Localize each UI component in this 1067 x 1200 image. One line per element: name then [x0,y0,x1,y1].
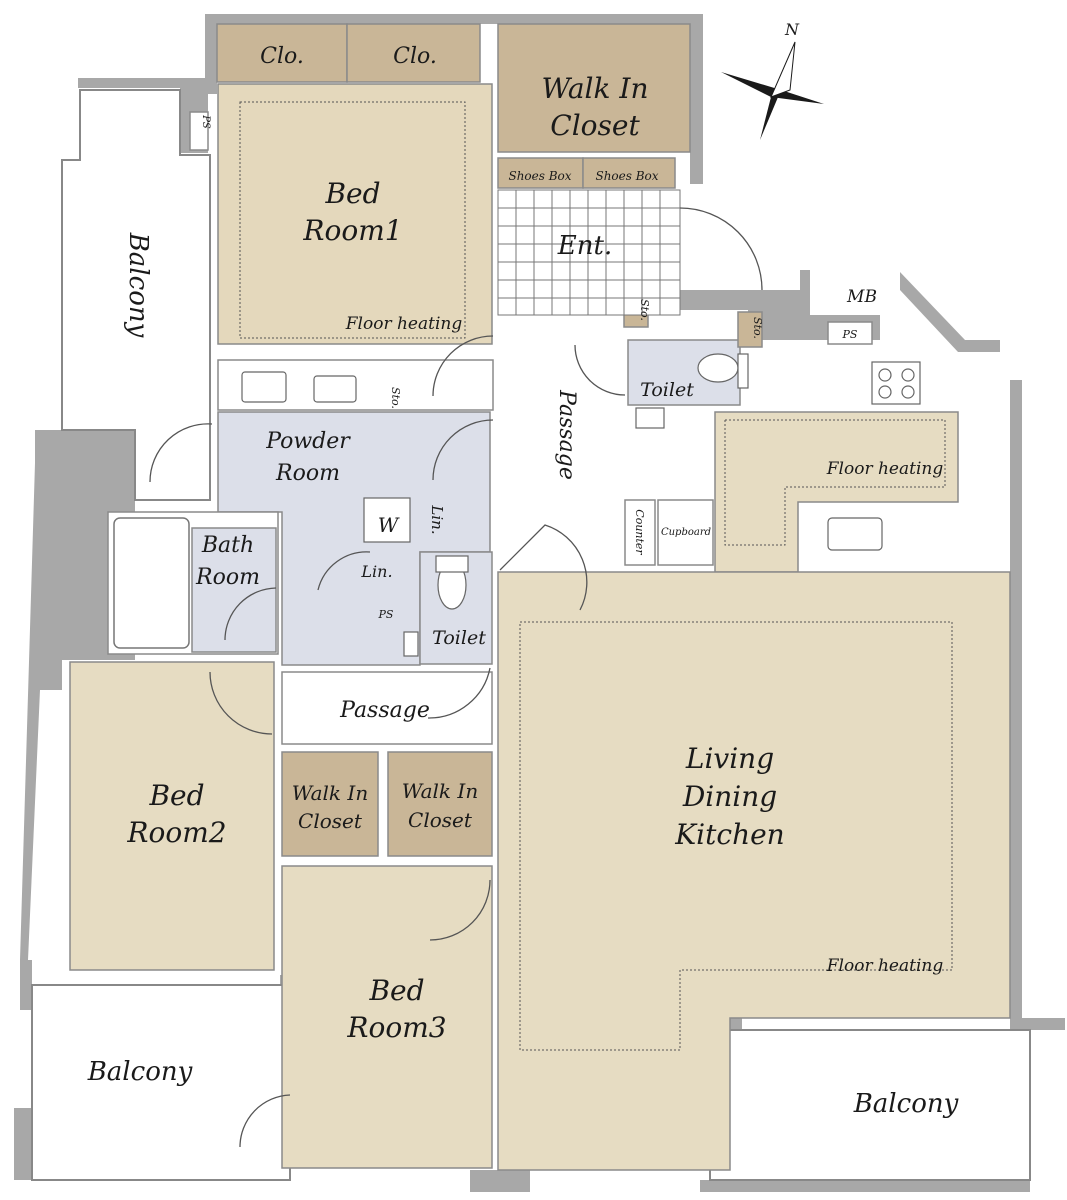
ps-mb-label: PS [842,328,858,341]
lin-lower-label: Lin. [360,562,392,581]
wic-1-label-2: Closet [298,809,363,833]
fixtures [241,353,921,657]
counter-label: Counter [633,509,646,555]
balconies [31,89,1031,1181]
entrance-tiles [497,189,681,316]
clo-1-label: Clo. [260,44,304,69]
ps-lower-label: PS [378,608,394,621]
bath-room-label-2: Room [195,565,260,590]
powder-room-label-1: Powder [265,429,351,454]
wic-2-label-2: Closet [408,808,473,832]
bath-room-label-1: Bath [201,533,254,558]
bedroom2-label-2: Room2 [126,816,226,849]
wic-top-label-1: Walk In [542,72,649,105]
rooms [69,23,1011,1171]
sto-powder-label: Sto. [389,387,402,409]
sto-toilet-label: Sto. [751,317,764,339]
bedroom1-label-2: Room1 [302,214,402,247]
bedroom3-label-2: Room3 [346,1011,446,1044]
wic-1-label-1: Walk In [292,781,368,805]
doors [149,207,763,1148]
mb-label: MB [846,287,877,307]
passage-lower-label: Passage [339,698,430,723]
north-label: N [784,20,800,39]
passage-upper-label: Passage [554,389,579,480]
floor-heating-kitchen-label: Floor heating [826,459,944,479]
balcony-sw-label: Balcony [87,1057,193,1087]
shoes-box-2-label: Shoes Box [595,169,658,183]
ps-top-label: PS [200,114,211,129]
floor-heating-1-label: Floor heating [345,314,463,334]
wic-2-label-1: Walk In [402,779,478,803]
lin-powder-label: Lin. [428,504,446,534]
ldk-label-3: Kitchen [674,818,784,851]
powder-room-label-2: Room [275,461,340,486]
north-arrow-icon [721,41,824,140]
ldk-label-1: Living [685,742,774,775]
washer-label: W [378,513,400,537]
shoes-box-1-label: Shoes Box [508,169,571,183]
bedroom3-label-1: Bed [368,974,424,1007]
toilet-upper-label: Toilet [640,379,694,401]
ldk-label-2: Dining [682,780,777,813]
labels: N Clo. Clo. Walk In Closet PS Shoes Box … [87,20,959,1119]
balcony-west-label: Balcony [123,232,153,338]
bedroom2-label-1: Bed [148,779,204,812]
sto-ent-label: Sto. [638,299,651,321]
entrance-label: Ent. [557,231,612,261]
bedroom1-label-1: Bed [324,177,380,210]
toilet-lower-label: Toilet [432,627,486,649]
wic-top-label-2: Closet [550,109,640,142]
cupboard-label: Cupboard [661,527,711,538]
clo-2-label: Clo. [393,44,437,69]
floor-heating-ldk-label: Floor heating [826,956,944,976]
balcony-se-label: Balcony [853,1089,959,1119]
